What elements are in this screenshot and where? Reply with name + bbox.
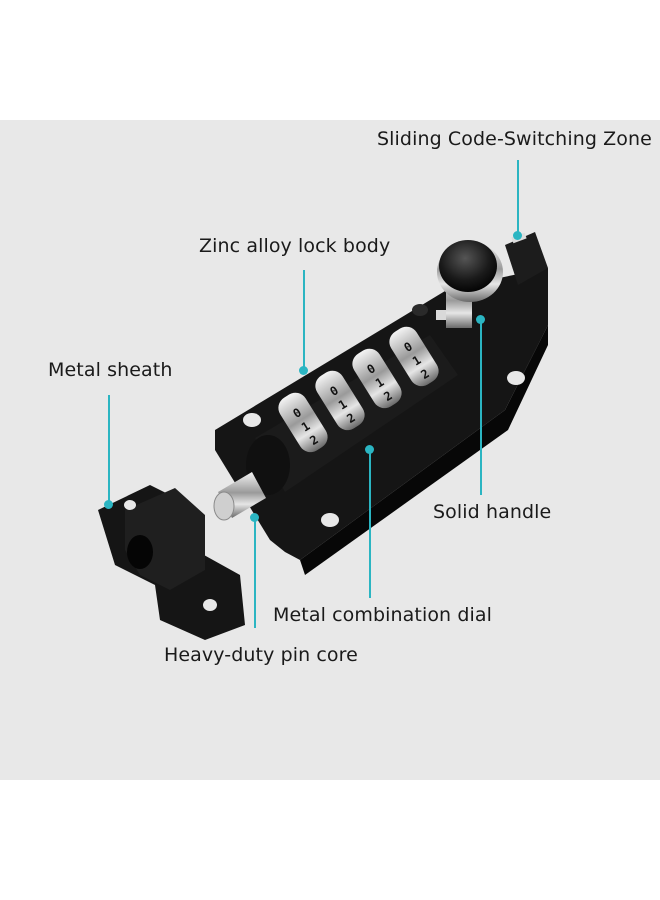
dial: 0 1 2 bbox=[278, 392, 328, 453]
leader-dot-sliding-zone bbox=[513, 231, 522, 240]
screw-hole bbox=[507, 371, 525, 385]
lock-illustration: 0 1 2 0 1 2 0 1 2 0 1 2 bbox=[98, 232, 548, 640]
solid-handle bbox=[436, 240, 503, 328]
label-sliding-zone: Sliding Code-Switching Zone bbox=[377, 128, 652, 150]
screw-hole bbox=[321, 513, 339, 527]
leader-line-solid-handle bbox=[480, 320, 482, 495]
product-stage: 0 1 2 0 1 2 0 1 2 0 1 2 bbox=[0, 120, 660, 780]
screw-hole bbox=[124, 500, 136, 510]
screw-hole bbox=[243, 413, 261, 427]
leader-dot-metal-sheath bbox=[104, 500, 113, 509]
leader-dot-solid-handle bbox=[476, 315, 485, 324]
leader-dot-combination-dial bbox=[365, 445, 374, 454]
leader-line-pin-core bbox=[254, 518, 256, 628]
dial: 0 1 2 bbox=[352, 348, 402, 409]
dial: 0 1 2 bbox=[315, 370, 365, 431]
label-pin-core: Heavy-duty pin core bbox=[164, 644, 358, 666]
leader-line-zinc-body bbox=[303, 270, 305, 370]
label-solid-handle: Solid handle bbox=[433, 501, 552, 523]
leader-dot-pin-core bbox=[250, 513, 259, 522]
dial: 0 1 2 bbox=[389, 326, 439, 387]
label-combination-dial: Metal combination dial bbox=[273, 604, 492, 626]
leader-line-metal-sheath bbox=[108, 395, 110, 503]
combination-dials: 0 1 2 0 1 2 0 1 2 0 1 2 bbox=[278, 326, 439, 453]
metal-sheath bbox=[98, 485, 245, 640]
screw-hole bbox=[203, 599, 217, 611]
leader-line-sliding-zone bbox=[517, 160, 519, 235]
label-zinc-body: Zinc alloy lock body bbox=[199, 235, 391, 257]
leader-dot-zinc-body bbox=[299, 366, 308, 375]
leader-line-combination-dial bbox=[369, 450, 371, 598]
pin-core bbox=[213, 472, 266, 521]
screw-hole bbox=[412, 304, 428, 316]
label-metal-sheath: Metal sheath bbox=[48, 359, 173, 381]
